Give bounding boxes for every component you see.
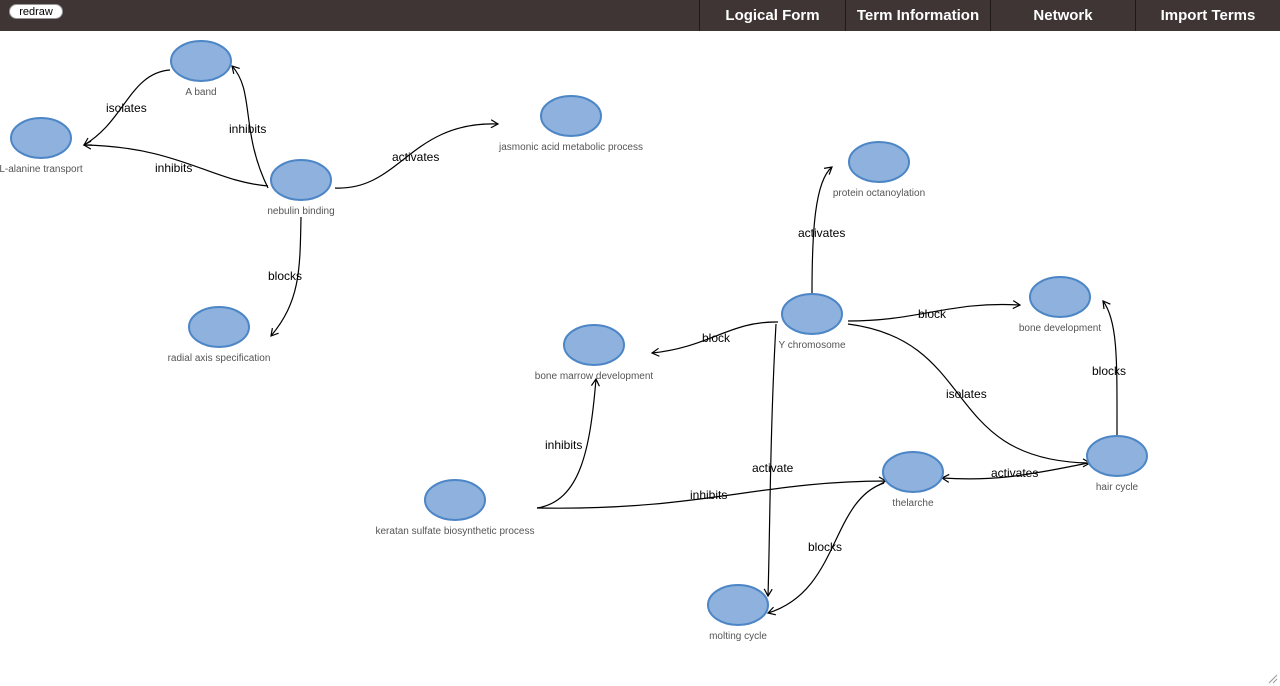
node-a-band[interactable]: A band	[170, 40, 232, 98]
edge-inhibits-keratan-thelarche	[536, 476, 888, 509]
node-label: jasmonic acid metabolic process	[498, 142, 643, 153]
edge-label: blocks	[1092, 364, 1126, 378]
node-nebulin-binding[interactable]: nebulin binding	[267, 159, 335, 217]
edge-isolates-ychr-haircycle	[847, 323, 1092, 468]
node-label: bone marrow development	[535, 371, 654, 382]
node-label: keratan sulfate biosynthetic process	[376, 526, 535, 537]
node-bone-development[interactable]: bone development	[1019, 276, 1102, 334]
edge-label: activates	[392, 150, 439, 164]
edge-inhibits-nebulin-aband	[231, 65, 269, 189]
edge-inhibits-nebulin-alanine	[82, 140, 269, 187]
node-keratan-sulfate[interactable]: keratan sulfate biosynthetic process	[376, 479, 535, 537]
edge-label: activate	[752, 461, 794, 475]
network-graph[interactable]: isolates inhibits inhibits activates blo…	[0, 31, 1280, 686]
node-label: hair cycle	[1096, 482, 1139, 493]
top-toolbar: redraw Logical Form Term Information Net…	[0, 0, 1280, 31]
resize-grip-icon[interactable]	[1268, 674, 1278, 684]
node-molting-cycle[interactable]: molting cycle	[707, 584, 769, 642]
edge-activates-nebulin-jasmonic	[334, 119, 500, 189]
node-jasmonic-acid[interactable]: jasmonic acid metabolic process	[498, 95, 643, 153]
node-label: A band	[185, 87, 216, 98]
edge-activates-haircycle-thelarche	[940, 462, 1089, 483]
edge-label: blocks	[268, 269, 302, 283]
node-bone-marrow-development[interactable]: bone marrow development	[535, 324, 654, 382]
node-label: bone development	[1019, 323, 1102, 334]
edge-group	[82, 65, 1118, 616]
edge-label: inhibits	[690, 488, 727, 502]
node-label: Y chromosome	[778, 340, 846, 351]
redraw-button[interactable]: redraw	[9, 4, 63, 19]
edge-label: block	[702, 331, 731, 345]
node-label: radial axis specification	[168, 353, 271, 364]
edge-label: inhibits	[545, 438, 582, 452]
edge-activate-ychr-molting	[763, 323, 777, 598]
edge-blocks-haircycle-bonedev	[1102, 300, 1118, 437]
node-thelarche[interactable]: thelarche	[882, 451, 944, 509]
edge-inhibits-keratan-bonemarrow	[536, 377, 600, 509]
node-y-chromosome[interactable]: Y chromosome	[778, 293, 846, 351]
edge-activates-ychr-protein	[811, 166, 833, 294]
node-label: protein octanoylation	[833, 188, 925, 199]
tab-network[interactable]: Network	[990, 0, 1135, 31]
edge-label: activates	[798, 226, 845, 240]
node-hair-cycle[interactable]: hair cycle	[1086, 435, 1148, 493]
edge-label: block	[918, 307, 947, 321]
edge-label: isolates	[106, 101, 147, 115]
node-radial-axis[interactable]: radial axis specification	[168, 306, 271, 364]
node-label: nebulin binding	[267, 206, 334, 217]
tab-term-information[interactable]: Term Information	[845, 0, 990, 31]
node-l-alanine-transport[interactable]: L-alanine transport	[0, 117, 83, 175]
edge-block-ychr-bonemarrow	[650, 321, 779, 357]
node-protein-octanoylation[interactable]: protein octanoylation	[833, 141, 925, 199]
edge-block-ychr-bonedev	[847, 300, 1022, 322]
edge-blocks-thelarche-molting	[766, 482, 885, 616]
edge-label: inhibits	[229, 122, 266, 136]
tab-import-terms[interactable]: Import Terms	[1135, 0, 1280, 31]
edge-label: isolates	[946, 387, 987, 401]
node-label: molting cycle	[709, 631, 767, 642]
edge-label-group: isolates inhibits inhibits activates blo…	[106, 101, 1126, 554]
edge-label: blocks	[808, 540, 842, 554]
node-label: L-alanine transport	[0, 164, 83, 175]
node-label: thelarche	[892, 498, 934, 509]
edge-label: inhibits	[155, 161, 192, 175]
tab-logical-form[interactable]: Logical Form	[699, 0, 845, 31]
edge-label: activates	[991, 466, 1038, 480]
edge-isolates-aband-alanine	[82, 69, 171, 146]
edge-blocks-nebulin-radial	[270, 216, 302, 337]
